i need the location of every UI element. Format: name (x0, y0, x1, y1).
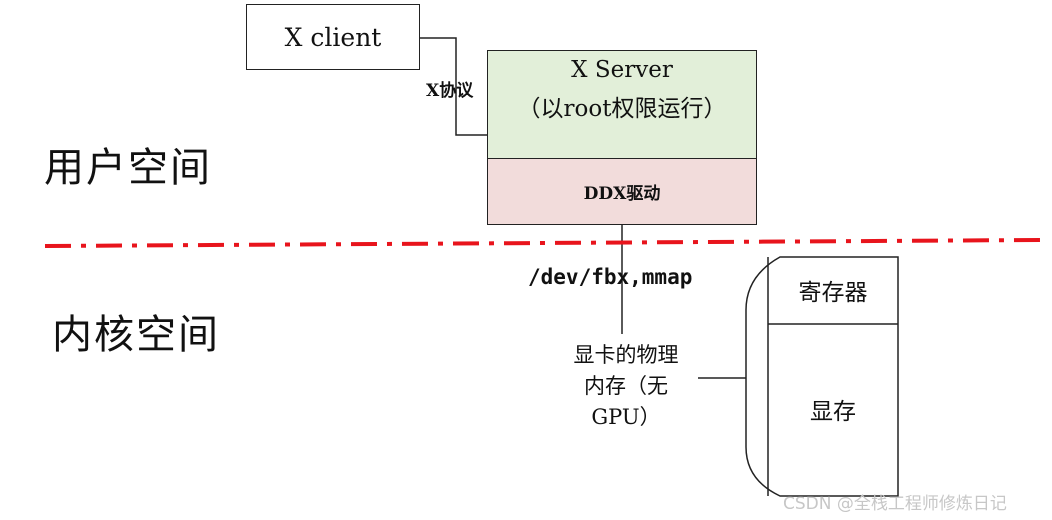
video-memory-label: 显存 (768, 325, 898, 493)
registers-text: 寄存器 (798, 280, 868, 306)
x-server-subtitle: （以root权限运行） (517, 96, 727, 122)
kernel-space-label: 内核空间 (52, 312, 220, 358)
user-kernel-divider (44, 238, 1041, 248)
gpu-memory-line-3: GPU） (591, 405, 661, 429)
dev-fbx-mmap-label: /dev/fbx,mmap (528, 265, 693, 289)
video-memory-text: 显存 (810, 399, 856, 425)
x-protocol-label: X协议 (426, 81, 474, 101)
gpu-memory-line-2: 内存（无 (584, 374, 668, 398)
csdn-watermark: CSDN @全栈工程师修炼日记 (783, 494, 1007, 514)
x-client-label: X client (284, 22, 382, 52)
user-space-label: 用户空间 (44, 145, 212, 191)
ddx-driver-label: DDX驱动 (583, 184, 661, 204)
x-protocol-connector (420, 37, 487, 136)
x-server-box: X Server （以root权限运行） (487, 50, 757, 159)
memory-storage-shape (745, 256, 899, 497)
ddx-driver-box: DDX驱动 (487, 158, 757, 225)
x-client-box: X client (246, 4, 420, 70)
gpu-memory-line-1: 显卡的物理 (573, 343, 679, 367)
x-server-label: X Server (571, 57, 673, 83)
registers-label: 寄存器 (768, 257, 898, 323)
gpu-physical-memory-label: 显卡的物理 内存（无 GPU） (556, 340, 696, 433)
